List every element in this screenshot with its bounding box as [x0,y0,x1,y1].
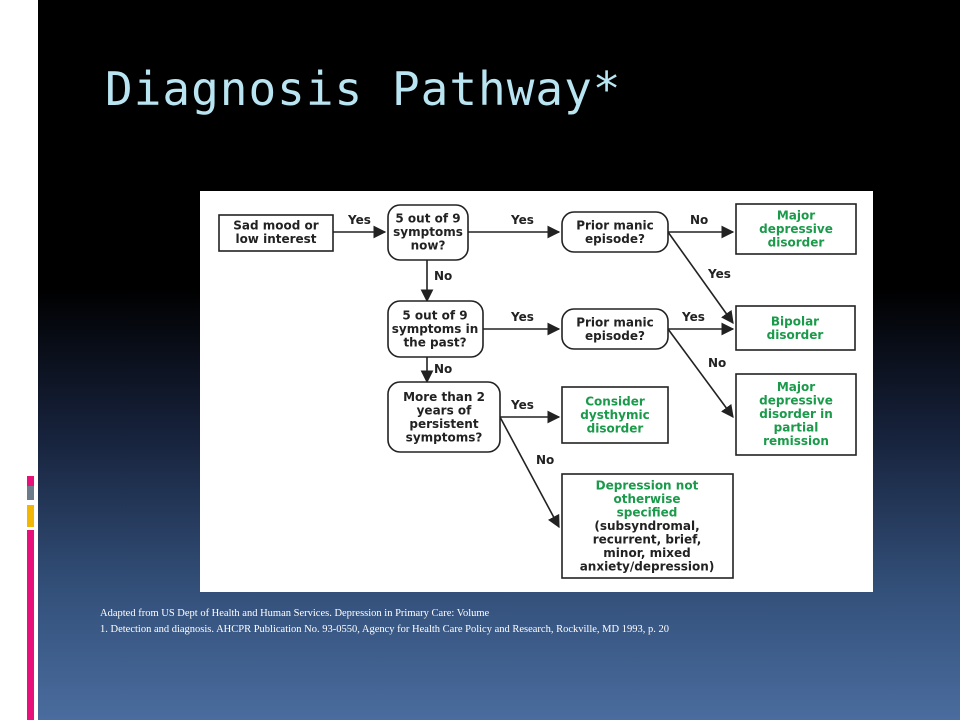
node-text-line: 5 out of 9 [395,212,460,226]
node-text-line: now? [411,239,446,253]
node-text-line: episode? [585,232,645,246]
edge-label-yes: Yes [681,310,705,324]
node-text-line: persistent [409,417,478,431]
node-prior-manic-1-box [561,211,669,253]
edge-label-no: No [708,356,726,370]
node-text-line: minor, mixed [603,546,690,560]
node-sad-mood-box [218,214,334,252]
node-text-line: Prior manic [576,315,654,329]
node-text-line: partial [774,421,819,435]
edge-more-than-2-to-nos [499,416,560,529]
slide-title: Diagnosis Pathway* [105,62,622,116]
flowchart-panel: Yes Yes No Yes No Yes Yes No No Yes No S… [200,191,873,592]
edge-label-no: No [434,269,452,283]
node-text-line: years of [417,403,473,417]
edge-label-yes: Yes [510,398,534,412]
node-text-line: depressive [759,394,833,408]
edge-label-yes: Yes [510,213,534,227]
edge-label-no: No [690,213,708,227]
node-partial-remission-box [735,373,857,456]
node-nos-box [561,473,734,579]
node-bipolar-box [735,305,856,351]
edge-prior-1-to-bipolar [667,231,734,325]
node-text-line: Prior manic [576,218,654,232]
edge-label-yes: Yes [707,267,731,281]
edge-label-no: No [434,362,452,376]
edge-label-yes: Yes [347,213,371,227]
node-text-line: disorder [767,328,824,342]
node-more-than-2-box [387,381,501,453]
node-text-line: low interest [235,232,316,246]
node-text-line: 5 out of 9 [402,309,467,323]
citation: Adapted from US Dept of Health and Human… [100,606,900,638]
node-text-line: disorder [768,236,825,250]
node-text-line: remission [763,434,829,448]
node-text-line: symptoms [393,225,463,239]
node-text-line: More than 2 [403,390,485,404]
node-text-line: Sad mood or [233,218,319,232]
node-text-line: disorder in [759,407,833,421]
accent-marker-pink-top [27,476,34,490]
node-text-line: disorder [587,422,644,436]
node-text-line: specified [617,506,678,520]
accent-marker-gray [27,486,34,500]
edge-prior-2-to-remission [667,328,734,419]
node-text-line: Depression not [596,479,699,493]
accent-marker-yellow [27,505,34,527]
accent-marker-pink-long [27,530,34,720]
citation-line-2: 1. Detection and diagnosis. AHCPR Public… [100,624,669,635]
edge-label-no: No [536,453,554,467]
node-major-depressive-box [735,203,857,255]
node-text-line: (subsyndromal, [594,519,699,533]
node-text-line: otherwise [613,492,680,506]
node-text-line: Consider [585,395,645,409]
node-text-line: symptoms? [406,430,483,444]
node-five-now-box [387,204,469,261]
edge-label-yes: Yes [510,310,534,324]
node-text-line: Major [777,209,815,223]
node-text-line: anxiety/depression) [580,560,715,574]
node-five-past-box [387,300,484,358]
node-text-line: the past? [403,336,466,350]
flowchart-svg: Yes Yes No Yes No Yes Yes No No Yes No S… [218,203,857,579]
node-text-line: symptoms in [392,322,479,336]
node-text-line: episode? [585,329,645,343]
node-text-line: dysthymic [580,408,649,422]
node-dysthymic-box [561,386,669,444]
node-text-line: Major [777,380,815,394]
node-prior-manic-2-box [561,308,669,350]
node-text-line: depressive [759,222,833,236]
node-text-line: recurrent, brief, [593,533,702,547]
node-text-line: Bipolar [771,314,819,328]
citation-line-1: Adapted from US Dept of Health and Human… [100,608,490,619]
